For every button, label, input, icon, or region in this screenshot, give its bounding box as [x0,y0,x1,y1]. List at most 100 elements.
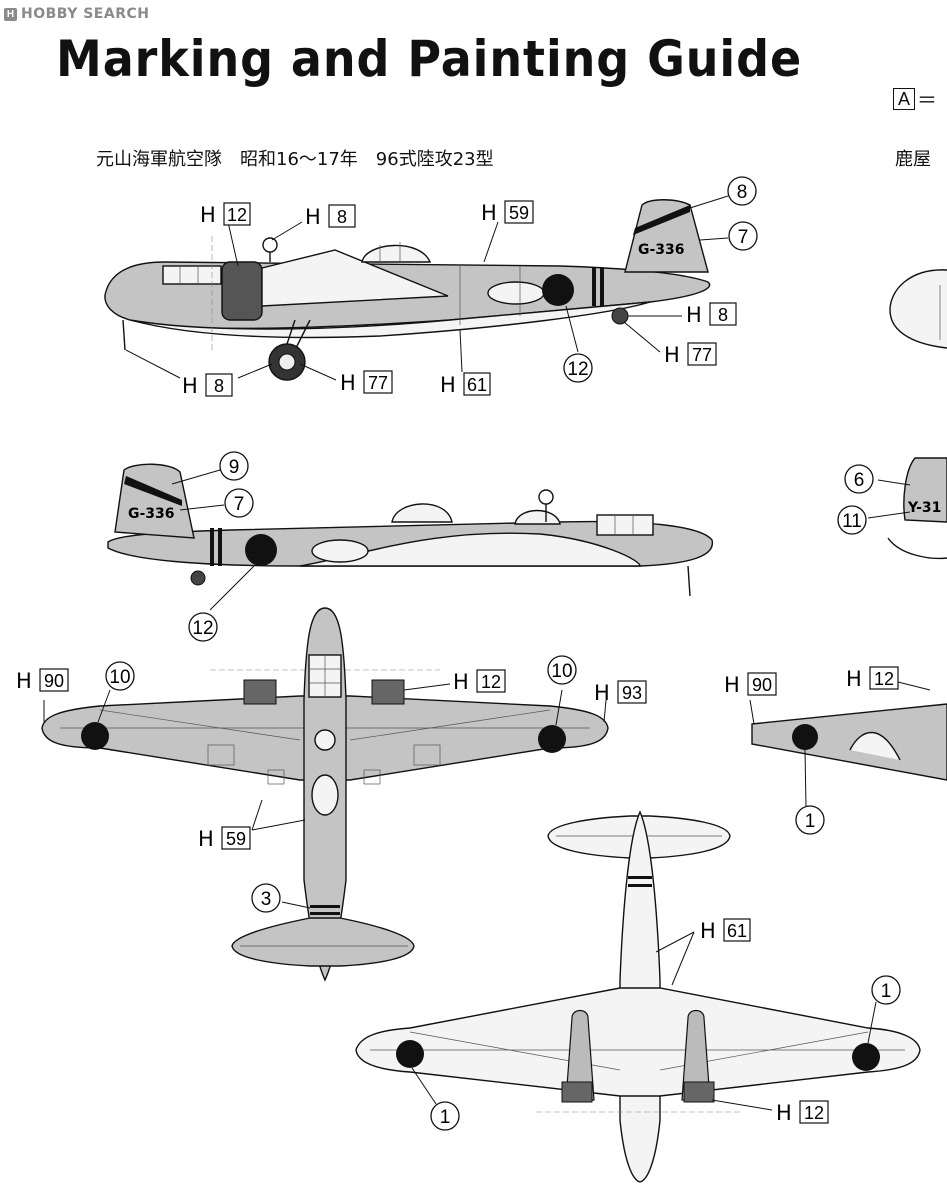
watermark-text: HOBBY SEARCH [21,6,150,22]
svg-text:7: 7 [234,494,245,515]
svg-text:H: H [440,373,456,397]
hinomaru-wing-left [81,722,109,750]
subtitle-unit: 元山海軍航空隊 昭和16～17年 96式陸攻23型 [96,149,494,170]
tail-code-side-1: G-336 [638,242,685,258]
label-h12-right: H 12 [846,666,899,691]
svg-text:7: 7 [738,227,749,248]
label-c9: 9 [219,451,249,481]
label-c7a: 7 [728,221,758,251]
svg-text:8: 8 [214,376,224,396]
leaders-underside [411,479,931,1111]
dorsal-turret-1 [361,244,432,263]
tail-wheel-1 [611,307,629,325]
side-blister-1 [487,281,545,305]
label-h77-tail: H 77 [664,342,717,367]
svg-text:1: 1 [881,981,892,1002]
svg-text:6: 6 [854,470,865,491]
label-c1b: 1 [871,975,901,1005]
svg-text:H: H [776,1101,792,1125]
nacelle-left-under [565,1009,595,1101]
svg-text:8: 8 [718,305,728,325]
svg-text:H: H [453,670,469,694]
svg-text:H: H [594,681,610,705]
svg-text:90: 90 [44,671,64,691]
side-blister-2 [311,539,369,563]
svg-text:61: 61 [467,375,487,395]
svg-text:77: 77 [692,345,712,365]
label-c6: 6 [844,464,874,494]
label-c1a: 1 [795,805,825,835]
label-c10b: 10 [547,655,577,685]
svg-text:H: H [16,669,32,693]
label-h59-top: H 59 [481,200,534,225]
svg-text:10: 10 [109,667,130,688]
leaders-side-2 [171,469,255,611]
underside-view [355,810,921,1183]
hinomaru-side-1 [542,274,574,306]
label-h12-under: H 12 [776,1100,829,1125]
legend-a-box: A [893,87,915,110]
svg-text:H: H [481,201,497,225]
svg-text:12: 12 [227,205,247,225]
label-h8-pitot: H 8 [182,373,233,398]
svg-text:12: 12 [874,669,894,689]
label-h77-main: H 77 [340,370,393,395]
svg-text:H: H [305,205,321,229]
svg-text:10: 10 [551,661,572,682]
watermark: H HOBBY SEARCH [4,5,149,23]
wing-under [355,987,921,1097]
tailplane-top [231,917,415,967]
side-view-right: G-336 [107,463,714,597]
cockpit-windows-1 [162,265,222,285]
svg-text:H: H [198,827,214,851]
hinomaru-wing-partial [792,724,818,750]
svg-text:12: 12 [192,618,213,639]
side-view-left: G-336 [104,199,711,381]
svg-text:1: 1 [805,811,816,832]
leaders-side-1 [125,195,729,381]
engine-left-top [243,679,277,705]
label-c7b: 7 [224,488,254,518]
label-c3: 3 [251,883,281,913]
wing-partial-right [751,703,947,781]
cockpit-windows-2 [596,514,654,536]
svg-text:9: 9 [229,457,240,478]
svg-text:H: H [182,374,198,398]
legend-a-suffix: ＝ [917,90,937,112]
tail-code-side-2: G-336 [128,506,175,522]
svg-text:H: H [340,371,356,395]
svg-text:3: 3 [261,889,272,910]
svg-text:8: 8 [337,207,347,227]
label-h12-plan: H 12 [453,669,506,694]
label-h90-right: H 90 [724,672,777,697]
label-c12a: 12 [563,353,593,383]
label-c8: 8 [727,176,757,206]
label-c11: 11 [837,505,867,535]
label-c12b: 12 [188,612,218,642]
wing-root-1 [261,249,449,307]
label-h93: H 93 [594,680,647,705]
svg-text:H: H [200,203,216,227]
svg-text:1: 1 [440,1107,451,1128]
tail-stripe-1 [633,205,690,235]
label-c1c: 1 [430,1101,460,1131]
svg-text:59: 59 [226,829,246,849]
label-h8-tailwheel: H 8 [686,302,737,327]
svg-text:12: 12 [567,359,588,380]
svg-text:11: 11 [842,511,862,532]
label-h90-left: H 90 [16,668,69,693]
legend-a: A ＝ [893,84,937,113]
dorsal-turret-top [311,774,339,816]
svg-text:93: 93 [622,683,642,703]
right-partial-views: Y-31 [751,269,947,781]
subtitle-right-partial: 鹿屋 [895,149,931,170]
dorsal-turret-2 [391,503,453,523]
label-h59-plan: H 59 [198,826,251,851]
hinomaru-side-2 [245,534,277,566]
tail-wheel-2 [190,570,206,586]
plan-view-top [41,607,609,982]
hinomaru-under-left [396,1040,424,1068]
svg-text:H: H [686,303,702,327]
engine-nacelle-1 [221,261,263,321]
label-h8-top: H 8 [305,204,356,229]
